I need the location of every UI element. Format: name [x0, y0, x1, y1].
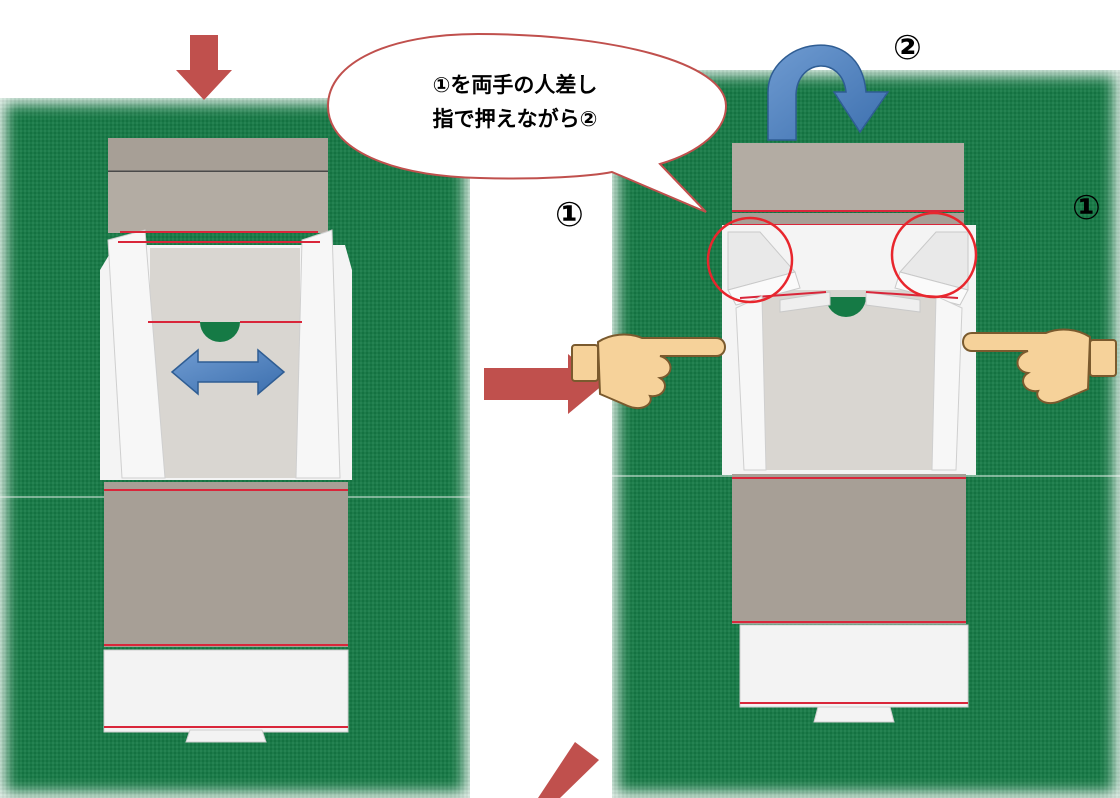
box-inner-floor [762, 290, 937, 470]
pointing-hand-icon [571, 333, 726, 410]
pointing-hand-icon [962, 328, 1117, 405]
box-top-lid [732, 143, 964, 211]
right-side-flap [295, 229, 341, 479]
callout-line-1: ①を両手の人差し [432, 73, 598, 97]
double-arrow-icon [170, 348, 286, 396]
step-label-right: ① [1072, 188, 1101, 228]
box-bottom-panel [104, 482, 348, 647]
right-box [722, 143, 976, 723]
box-bottom-panel [732, 474, 966, 624]
speech-bubble [326, 32, 728, 213]
highlight-circle-left [706, 216, 794, 304]
highlight-circle-right [890, 211, 978, 299]
step-label-left: ① [555, 195, 584, 235]
arrow-down-icon [176, 35, 232, 100]
left-side-flap [107, 229, 166, 479]
thumb-notch [200, 322, 240, 342]
callout-text: ①を両手の人差し 指で押えながら② [380, 68, 650, 136]
curved-arrow-icon [767, 44, 890, 141]
thumb-notch [826, 297, 866, 317]
callout-line-2: 指で押えながら② [432, 107, 598, 131]
arrow-red-icon [538, 742, 599, 798]
left-box [100, 138, 352, 743]
step-label-top: ② [893, 28, 922, 68]
